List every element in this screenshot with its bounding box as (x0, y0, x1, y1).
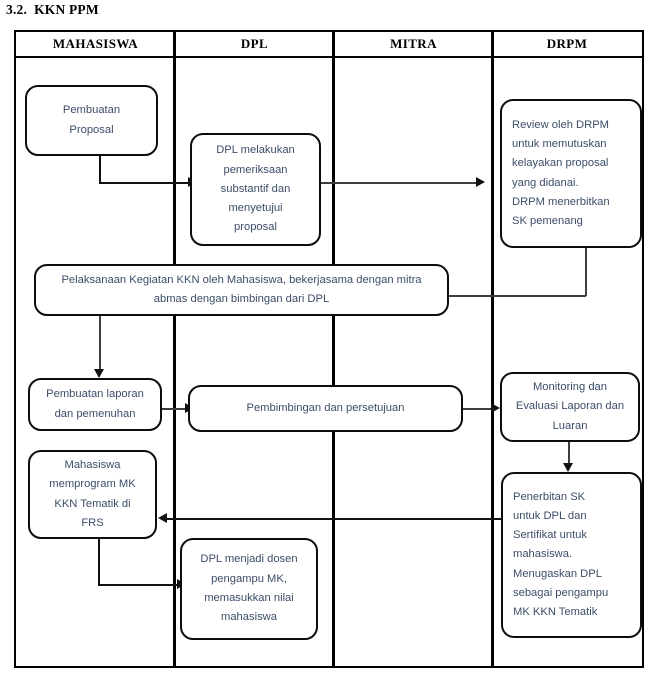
connector-monitoring-down (568, 441, 570, 466)
node-dpl-pemeriksaan[interactable]: DPL melakukan pemeriksaan substantif dan… (190, 133, 321, 246)
connector-laporan-to-pembimbingan (162, 408, 188, 410)
connector-proposal-down (99, 155, 101, 183)
node-monitoring-evaluasi-label: Monitoring dan Evaluasi Laporan dan Luar… (515, 381, 625, 432)
arrowhead-to-mahasiswa-frs (158, 513, 167, 523)
connector-proposal-right (99, 182, 191, 184)
section-number: 3.2. (6, 2, 28, 17)
connector-drpm-down (585, 248, 587, 296)
lane-header-mitra: MITRA (390, 36, 437, 51)
lane-divider-3 (491, 32, 494, 666)
node-dpl-pemeriksaan-label: DPL melakukan pemeriksaan substantif dan… (216, 144, 295, 234)
arrowhead-to-review-drpm (476, 177, 485, 187)
node-review-drpm[interactable]: Review oleh DRPM untuk memutuskan kelaya… (500, 99, 642, 248)
node-review-drpm-label: Review oleh DRPM untuk memutuskan kelaya… (512, 118, 610, 228)
connector-dpl-to-drpm (321, 182, 478, 184)
arrowhead-to-penerbitan-sk (563, 463, 573, 472)
connector-pembimbingan-to-monitoring (462, 408, 494, 410)
section-heading-text: KKN PPM (34, 2, 99, 17)
node-penerbitan-sk[interactable]: Penerbitan SK untuk DPL dan Sertifikat u… (501, 472, 642, 638)
node-pelaksanaan-kkn-label: Pelaksanaan Kegiatan KKN oleh Mahasiswa,… (61, 273, 422, 305)
lane-header-mahasiswa: MAHASISWA (52, 36, 139, 51)
connector-mahasiswa-right (98, 584, 180, 586)
lane-divider-1 (173, 32, 176, 666)
lane-header-dpl: DPL (240, 36, 269, 51)
node-pembuatan-proposal[interactable]: Pembuatan Proposal (25, 85, 158, 156)
node-pembuatan-proposal-label: Pembuatan Proposal (62, 104, 121, 136)
swimlane-header-row: MAHASISWA DPL MITRA DRPM (16, 32, 642, 58)
node-penerbitan-sk-label: Penerbitan SK untuk DPL dan Sertifikat u… (513, 490, 609, 619)
lane-divider-2 (332, 32, 335, 666)
node-mahasiswa-frs[interactable]: Mahasiswa memprogram MK KKN Tematik di F… (28, 450, 157, 539)
node-pembuatan-laporan-label: Pembuatan laporan dan pemenuhan (46, 388, 144, 420)
page-title: 3.2. KKN PPM (6, 2, 99, 18)
node-monitoring-evaluasi[interactable]: Monitoring dan Evaluasi Laporan dan Luar… (500, 372, 640, 442)
node-pembuatan-laporan[interactable]: Pembuatan laporan dan pemenuhan (28, 378, 162, 431)
node-mahasiswa-frs-label: Mahasiswa memprogram MK KKN Tematik di F… (49, 458, 136, 529)
connector-drpm-to-pelaksanaan (448, 295, 586, 297)
arrowhead-to-monitoring (491, 403, 500, 413)
node-pelaksanaan-kkn[interactable]: Pelaksanaan Kegiatan KKN oleh Mahasiswa,… (34, 264, 449, 316)
connector-mahasiswa-down (98, 538, 100, 585)
connector-pelaksanaan-down (99, 315, 101, 371)
connector-sk-to-mahasiswa (166, 518, 502, 520)
swimlane-table: MAHASISWA DPL MITRA DRPM (14, 30, 644, 668)
node-dpl-dosen-label: DPL menjadi dosen pengampu MK, memasukka… (200, 553, 298, 624)
node-pembimbingan[interactable]: Pembimbingan dan persetujuan (188, 385, 463, 432)
lane-header-drpm: DRPM (546, 36, 588, 51)
node-pembimbingan-label: Pembimbingan dan persetujuan (246, 401, 405, 414)
arrowhead-to-pembuatan-laporan (94, 369, 104, 378)
node-dpl-dosen[interactable]: DPL menjadi dosen pengampu MK, memasukka… (180, 538, 318, 640)
